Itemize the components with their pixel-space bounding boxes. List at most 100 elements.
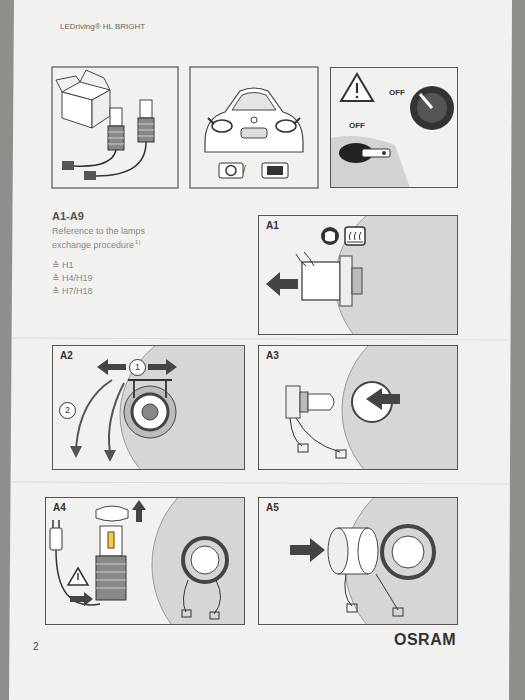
switch-off-scene xyxy=(410,86,454,130)
a2-release-clip xyxy=(109,383,124,452)
a1-remove-plug xyxy=(266,272,298,296)
paper-sheet xyxy=(11,482,510,484)
a2-release-clip xyxy=(148,359,177,375)
a4-prepare-led xyxy=(50,497,245,625)
step-panel: A1 xyxy=(258,215,458,335)
package-and-bulbs xyxy=(92,90,110,128)
a4-prepare-led xyxy=(96,580,126,581)
package-and-bulbs xyxy=(96,142,146,176)
lamp-type-group: ≙ H7/H18 xyxy=(52,286,93,296)
package-and-bulbs xyxy=(56,76,80,92)
a3-remove-bulb xyxy=(286,386,300,418)
a3-remove-bulb xyxy=(308,394,334,410)
lamp-type-group: ≙ H1 xyxy=(52,260,74,270)
a2-release-clip xyxy=(132,394,168,430)
switch-off-scene xyxy=(341,74,373,101)
a4-prepare-led xyxy=(96,588,126,589)
a2-release-clip xyxy=(128,380,172,398)
off-label: OFF xyxy=(349,122,365,131)
switch-off-scene xyxy=(330,74,454,188)
a4-prepare-led xyxy=(96,556,126,600)
paper-sheet xyxy=(12,338,511,340)
a2-release-clip xyxy=(142,404,158,420)
a1-remove-plug xyxy=(347,242,363,243)
a1-remove-plug xyxy=(266,215,458,335)
package-and-bulbs xyxy=(80,70,110,90)
step-number: A4 xyxy=(53,502,66,513)
a4-prepare-led xyxy=(210,612,219,619)
a4-prepare-led xyxy=(152,497,245,625)
car-front xyxy=(262,163,288,178)
a3-remove-bulb xyxy=(290,418,340,452)
package-and-bulbs xyxy=(110,108,122,126)
a1-remove-plug xyxy=(325,231,335,242)
brand-logo-group: OSRAM xyxy=(394,631,456,649)
package-and-bulbs xyxy=(56,70,154,180)
a2-release-clip xyxy=(124,386,176,438)
callout-number: 1 xyxy=(135,363,140,373)
car-front xyxy=(219,163,243,178)
step-number: A5 xyxy=(266,502,279,513)
a1-remove-plug xyxy=(345,227,365,245)
a4-prepare-led xyxy=(182,610,191,617)
switch-off-scene xyxy=(362,149,390,157)
a5-insert-adapter xyxy=(328,528,348,574)
a3-remove-bulb xyxy=(366,388,400,410)
a1-remove-plug xyxy=(321,227,339,245)
lamp-type-group: ≙ H4/H19 xyxy=(52,273,93,283)
separator: / xyxy=(243,164,246,175)
package-and-bulbs xyxy=(62,161,74,170)
a2-release-clip xyxy=(70,446,82,458)
package-and-bulbs xyxy=(108,144,124,145)
a4-prepare-led xyxy=(96,506,128,521)
a4-prepare-led xyxy=(96,564,126,565)
separator-group: / xyxy=(243,164,246,176)
a5-insert-adapter xyxy=(382,526,434,578)
switch-off-scene xyxy=(356,83,358,93)
a4-prepare-led xyxy=(70,592,93,606)
switch-off-scene xyxy=(382,151,386,155)
panel-frame xyxy=(52,67,178,188)
package-and-bulbs xyxy=(138,130,154,131)
a4-prepare-led xyxy=(108,532,114,548)
note-text: 1) xyxy=(135,239,140,245)
note-text-group: Reference to the lamps exchange procedur… xyxy=(52,226,182,251)
a2-release-clip xyxy=(76,380,112,448)
a1-remove-plug xyxy=(349,232,361,240)
a5-insert-adapter xyxy=(347,604,357,612)
callout-circle: 2 xyxy=(59,402,76,419)
note-text: Reference to the lamps exchange procedur… xyxy=(52,226,145,250)
brand-logo: OSRAM xyxy=(394,631,456,648)
package-and-bulbs xyxy=(108,132,124,133)
car-front xyxy=(205,88,303,178)
a3-remove-bulb xyxy=(342,345,458,470)
a3-remove-bulb xyxy=(300,392,308,412)
package-and-bulbs xyxy=(108,126,124,150)
step-panel: A4 xyxy=(45,497,245,625)
car-front xyxy=(226,166,236,176)
a2-release-clip xyxy=(97,359,126,375)
package-and-bulbs xyxy=(62,92,92,128)
a2-release-clip xyxy=(104,450,116,462)
car-front xyxy=(267,166,283,175)
panel-frame xyxy=(190,67,318,188)
a1-remove-plug xyxy=(335,215,458,335)
a4-prepare-led xyxy=(132,500,146,522)
a4-prepare-led xyxy=(183,580,220,614)
page-number-group: 2 xyxy=(33,641,39,653)
car-front xyxy=(241,128,267,138)
switch-off-scene xyxy=(420,94,432,108)
header-title: LEDriving® HL BRIGHT xyxy=(60,22,145,31)
package-and-bulbs xyxy=(138,118,154,142)
a1-remove-plug xyxy=(340,256,352,306)
package-and-bulbs xyxy=(140,100,152,118)
a5-insert-adapter xyxy=(345,574,398,610)
package-and-bulbs xyxy=(138,124,154,125)
page-number: 2 xyxy=(33,641,39,652)
off-label: OFF xyxy=(389,89,405,98)
section-heading-group: A1-A9 xyxy=(52,210,84,223)
a3-remove-bulb xyxy=(298,444,308,452)
switch-off-scene xyxy=(330,136,410,188)
lamp-type: ≙ H4/H19 xyxy=(52,273,93,283)
